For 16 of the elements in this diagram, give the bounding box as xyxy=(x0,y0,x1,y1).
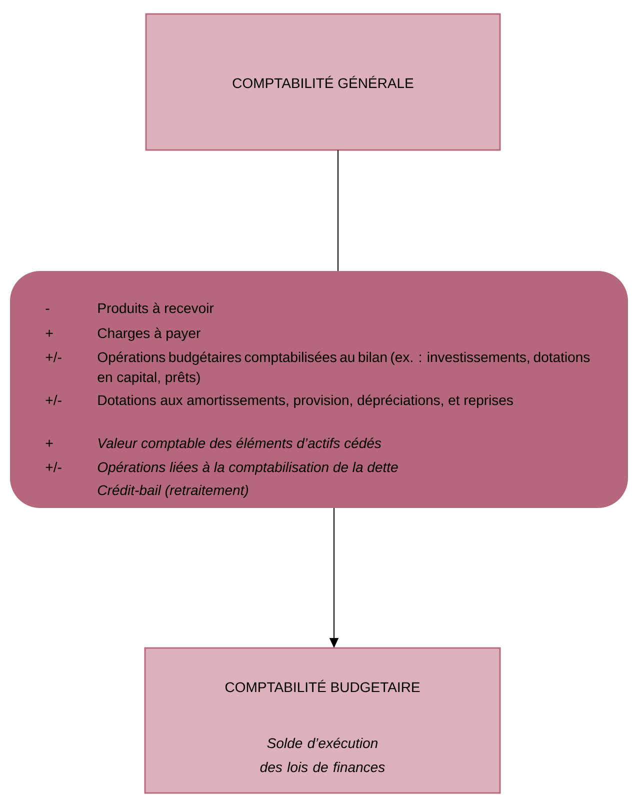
list-item: Valeur comptable des éléments d’actifs cédés xyxy=(98,438,382,451)
list-item: Opérations budgétaires comptabilisées au bilan (ex. : investissements, dotations en capital, prêts) xyxy=(98,352,590,385)
list-item: Dotations aux amortissements, provision, dépréciations, et reprises xyxy=(98,394,513,408)
list-sign: + xyxy=(46,330,53,337)
list-sign: +/- xyxy=(46,352,62,362)
list-sign: +/- xyxy=(46,462,62,472)
list-item: Crédit-bail (retraitement) xyxy=(98,484,248,498)
list-item: Opérations liées à la comptabilisation de la dette xyxy=(98,462,398,475)
list-sign: + xyxy=(46,440,53,447)
process-box: COMPTABILITÉ GÉNÉRALE xyxy=(145,13,501,151)
list-sign: +/- xyxy=(46,394,62,406)
list-item: Produits à recevoir xyxy=(98,302,214,314)
box-note: Solde d’exécution des lois de finances xyxy=(260,738,385,772)
box-title: COMPTABILITÉ BUDGETAIRE xyxy=(225,680,420,692)
list-sign: - xyxy=(46,308,50,310)
list-item: Charges à payer xyxy=(98,328,200,341)
